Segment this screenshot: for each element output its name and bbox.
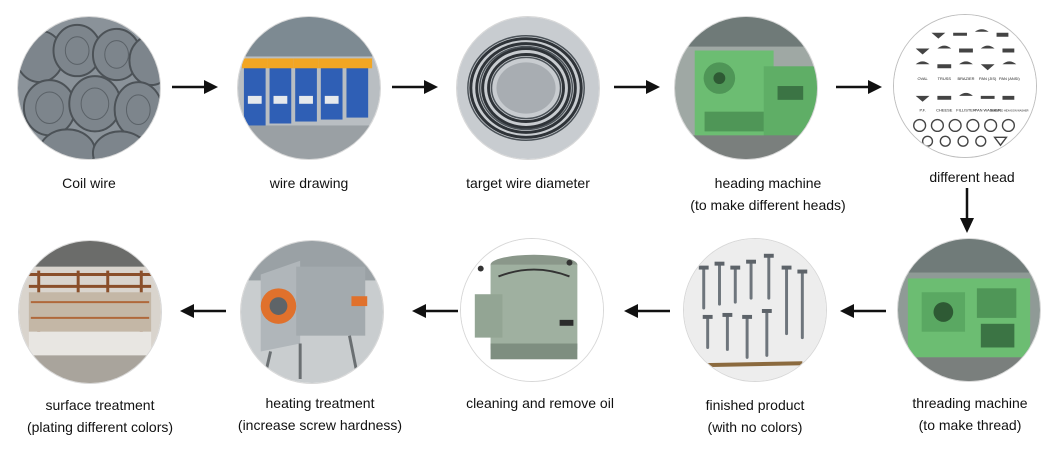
wire-drawing-image [237,16,381,160]
step-finished-product-caption: finished product (with no colors) [705,397,805,435]
cleaning-machine-image [460,238,604,382]
head-type-pan-jis: PAN (JIS) [979,76,997,81]
step-target-wire-diameter-caption: target wire diameter [466,175,590,191]
arrow-right-icon [614,80,660,94]
heating-furnace-image [240,240,384,384]
arrow-down-icon [960,188,974,233]
different-head-chart-image: OVAL TRUSS BRAZIER PAN (JIS) PAN (ANSI) … [893,14,1037,158]
head-type-brazier: BRAZIER [957,76,974,81]
arrow-left-icon [840,304,886,318]
step-threading-machine-caption: threading machine (to make thread) [912,395,1028,433]
step-wire-drawing-caption: wire drawing [269,175,349,191]
head-type-cheese: CHEESE [936,108,953,113]
arrow-left-icon [180,304,226,318]
step-surface-treatment-caption: surface treatment (plating different col… [26,397,174,435]
head-type-pan-ansi: PAN (ANSI) [999,76,1020,81]
threading-machine-image [897,238,1041,382]
plating-line-image [18,240,162,384]
head-type-truss: TRUSS [938,76,952,81]
coil-wire-image [17,16,161,160]
head-type-pf: P.F. [919,108,925,113]
head-type-fillister: FILLISTER [956,108,976,113]
arrow-right-icon [172,80,218,94]
head-type-indented-hexagon-washer: INDENTED HEXAGON WASHER [990,109,1028,113]
step-cleaning-caption: cleaning and remove oil [466,395,614,411]
arrow-right-icon [392,80,438,94]
step-heading-machine-caption: heading machine (to make different heads… [690,175,846,213]
arrow-left-icon [624,304,670,318]
head-type-pan-washer: PAN WASHER [975,108,1001,113]
step-coil-wire-caption: Coil wire [62,175,116,191]
heading-machine-image [674,16,818,160]
step-different-head-caption: different head [929,169,1015,185]
wire-coil-image [456,16,600,160]
step-heating-treatment-caption: heating treatment (increase screw hardne… [237,395,403,433]
arrow-left-icon [412,304,458,318]
arrow-right-icon [836,80,882,94]
head-type-oval: OVAL [917,76,928,81]
finished-product-image [683,238,827,382]
